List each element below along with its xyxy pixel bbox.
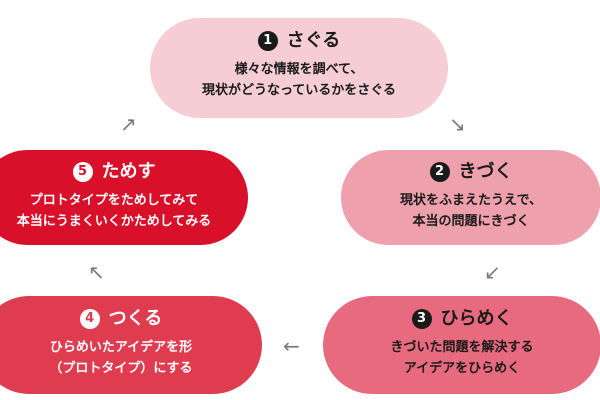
arrow-down-left-icon: ↙: [484, 260, 501, 284]
step-4-tsukuru: 4 つくる ひらめいたアイデアを形 （プロトタイプ）にする: [0, 296, 262, 394]
step-1-sagur: 1 さぐる 様々な情報を調べて、 現状がどうなっているかをさぐる: [150, 18, 448, 118]
step-2-heading: 2 きづく: [341, 161, 600, 183]
step-3-description: きづいた問題を解決する アイデアをひらめく: [323, 337, 600, 379]
step-5-line-2: 本当にうまくいくかためしてみる: [16, 214, 212, 229]
step-2-line-2: 本当の問題にきづく: [412, 214, 530, 229]
step-4-number-badge: 4: [79, 309, 100, 329]
step-4-line-2: （プロトタイプ）にする: [49, 361, 193, 376]
step-3-number-badge: 3: [411, 309, 432, 329]
step-4-title: つくる: [108, 308, 163, 329]
step-5-number-badge: 5: [72, 162, 93, 182]
step-2-line-1: 現状をふまえたうえで、: [399, 193, 543, 208]
step-3-title: ひらめく: [440, 308, 513, 329]
step-1-number-badge: 1: [257, 31, 278, 51]
step-5-tamesu: 5 ためす プロトタイプをためしてみて 本当にうまくいくかためしてみる: [0, 150, 248, 245]
step-5-line-1: プロトタイプをためしてみて: [29, 193, 199, 208]
step-5-title: ためす: [101, 161, 156, 182]
step-4-heading: 4 つくる: [0, 308, 262, 330]
step-5-heading: 5 ためす: [0, 161, 248, 183]
arrow-down-right-icon: ↘: [449, 112, 466, 136]
step-3-hirameku: 3 ひらめく きづいた問題を解決する アイデアをひらめく: [323, 296, 600, 394]
step-3-heading: 3 ひらめく: [323, 308, 600, 330]
step-3-line-2: アイデアをひらめく: [403, 361, 521, 376]
step-1-title: さぐる: [286, 30, 341, 51]
arrow-up-right-icon: ↗: [120, 112, 137, 136]
step-4-description: ひらめいたアイデアを形 （プロトタイプ）にする: [0, 337, 262, 379]
step-4-line-1: ひらめいたアイデアを形: [49, 340, 193, 355]
arrow-up-left-icon: ↖: [88, 260, 105, 284]
step-2-number-badge: 2: [429, 162, 450, 182]
step-1-line-1: 様々な情報を調べて、: [234, 62, 364, 77]
step-2-title: きづく: [458, 161, 513, 182]
step-1-heading: 1 さぐる: [150, 30, 448, 52]
step-5-description: プロトタイプをためしてみて 本当にうまくいくかためしてみる: [0, 190, 248, 232]
step-2-description: 現状をふまえたうえで、 本当の問題にきづく: [341, 190, 600, 232]
step-1-description: 様々な情報を調べて、 現状がどうなっているかをさぐる: [150, 59, 448, 101]
step-3-line-1: きづいた問題を解決する: [390, 340, 534, 355]
arrow-left-icon: ←: [283, 334, 300, 358]
step-1-line-2: 現状がどうなっているかをさぐる: [201, 83, 397, 98]
step-2-kizuku: 2 きづく 現状をふまえたうえで、 本当の問題にきづく: [341, 150, 600, 245]
